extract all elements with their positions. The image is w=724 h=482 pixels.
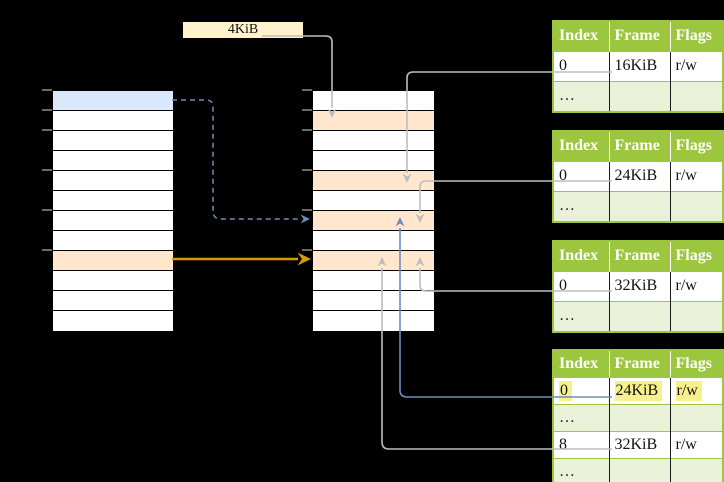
index-cell: …: [553, 404, 610, 432]
virtual-memory-page-row: [53, 231, 173, 251]
page-size-label: 4KiB: [183, 22, 303, 38]
virtual-memory-page-row: [53, 251, 173, 271]
virtual-memory-page-row: [53, 151, 173, 171]
frame-cell: [609, 458, 671, 482]
virtual-memory-column: [52, 90, 174, 332]
table-row-ellipsis: …: [553, 404, 723, 432]
physical-memory-column: [312, 90, 435, 332]
header-frame: Frame: [609, 350, 671, 378]
index-cell: 0: [553, 51, 610, 82]
table-row-ellipsis: …: [553, 301, 723, 332]
index-cell: 0: [553, 161, 610, 192]
frame-cell: 16KiB: [609, 51, 671, 82]
table-header-row: Index Frame Flags: [553, 350, 723, 378]
flags-cell: r/w: [670, 51, 723, 82]
table-header-row: Index Frame Flags: [553, 21, 723, 52]
virtual-memory-page-row: [53, 311, 173, 331]
arrow-virtual-page-dashed: [172, 99, 310, 224]
frame-cell: [609, 301, 671, 332]
physical-memory-frame-row: [313, 211, 434, 231]
table-row-highlighted: 0 24KiB r/w: [553, 377, 723, 405]
table-header-row: Index Frame Flags: [553, 131, 723, 162]
highlighted-value: 24KiB: [614, 380, 663, 401]
virtual-memory-page-row: [53, 111, 173, 131]
index-cell: 0: [553, 377, 610, 405]
index-cell: 0: [553, 271, 610, 302]
physical-memory-frame-row: [313, 131, 434, 151]
virtual-memory-page-row: [53, 271, 173, 291]
physical-memory-frame-row: [313, 151, 434, 171]
header-index: Index: [553, 350, 610, 378]
physical-memory-frame-row: [313, 111, 434, 131]
index-cell: 8: [553, 431, 610, 459]
flags-cell: r/w: [670, 377, 723, 405]
table-row-ellipsis: …: [553, 458, 723, 482]
header-index: Index: [553, 241, 610, 272]
highlighted-value: 0: [559, 380, 572, 401]
physical-memory-frame-row: [313, 251, 434, 271]
frame-cell: 24KiB: [609, 377, 671, 405]
frame-cell: [609, 191, 671, 222]
highlighted-value: r/w: [675, 380, 702, 401]
flags-cell: [670, 301, 723, 332]
header-frame: Frame: [609, 241, 671, 272]
virtual-memory-page-row: [53, 91, 173, 111]
flags-cell: r/w: [670, 161, 723, 192]
frame-cell: 24KiB: [609, 161, 671, 192]
header-flags: Flags: [670, 350, 723, 378]
flags-cell: [670, 458, 723, 482]
flags-cell: [670, 81, 723, 112]
index-cell: …: [553, 458, 610, 482]
frame-cell: 32KiB: [609, 271, 671, 302]
table-row-ellipsis: …: [553, 81, 723, 112]
flags-cell: r/w: [670, 431, 723, 459]
virtual-memory-page-row: [53, 171, 173, 191]
frame-cell: [609, 404, 671, 432]
physical-memory-frame-row: [313, 191, 434, 211]
header-flags: Flags: [670, 241, 723, 272]
header-flags: Flags: [670, 131, 723, 162]
page-table-4: Index Frame Flags 0 24KiB r/w … 8 32KiB …: [552, 349, 724, 482]
index-cell: …: [553, 81, 610, 112]
virtual-memory-page-row: [53, 131, 173, 151]
physical-memory-frame-row: [313, 231, 434, 251]
virtual-memory-page-row: [53, 191, 173, 211]
page-table-1: Index Frame Flags 0 16KiB r/w …: [552, 20, 724, 113]
frame-cell: 32KiB: [609, 431, 671, 459]
header-frame: Frame: [609, 131, 671, 162]
header-index: Index: [553, 21, 610, 52]
flags-cell: [670, 404, 723, 432]
header-frame: Frame: [609, 21, 671, 52]
page-table-2: Index Frame Flags 0 24KiB r/w …: [552, 130, 724, 223]
table-header-row: Index Frame Flags: [553, 241, 723, 272]
header-index: Index: [553, 131, 610, 162]
index-cell: …: [553, 191, 610, 222]
table-row: 0 16KiB r/w: [553, 51, 723, 82]
physical-memory-frame-row: [313, 271, 434, 291]
table-row-ellipsis: …: [553, 191, 723, 222]
virtual-memory-page-row: [53, 211, 173, 231]
physical-memory-frame-row: [313, 311, 434, 331]
table-row: 0 32KiB r/w: [553, 271, 723, 302]
frame-cell: [609, 81, 671, 112]
arrow-virtual-page-orange: [172, 252, 311, 266]
flags-cell: r/w: [670, 271, 723, 302]
header-flags: Flags: [670, 21, 723, 52]
table-row: 8 32KiB r/w: [553, 431, 723, 459]
physical-memory-frame-row: [313, 171, 434, 191]
page-table-3: Index Frame Flags 0 32KiB r/w …: [552, 240, 724, 333]
physical-memory-frame-row: [313, 91, 434, 111]
flags-cell: [670, 191, 723, 222]
physical-memory-frame-row: [313, 291, 434, 311]
virtual-memory-page-row: [53, 291, 173, 311]
table-row: 0 24KiB r/w: [553, 161, 723, 192]
index-cell: …: [553, 301, 610, 332]
